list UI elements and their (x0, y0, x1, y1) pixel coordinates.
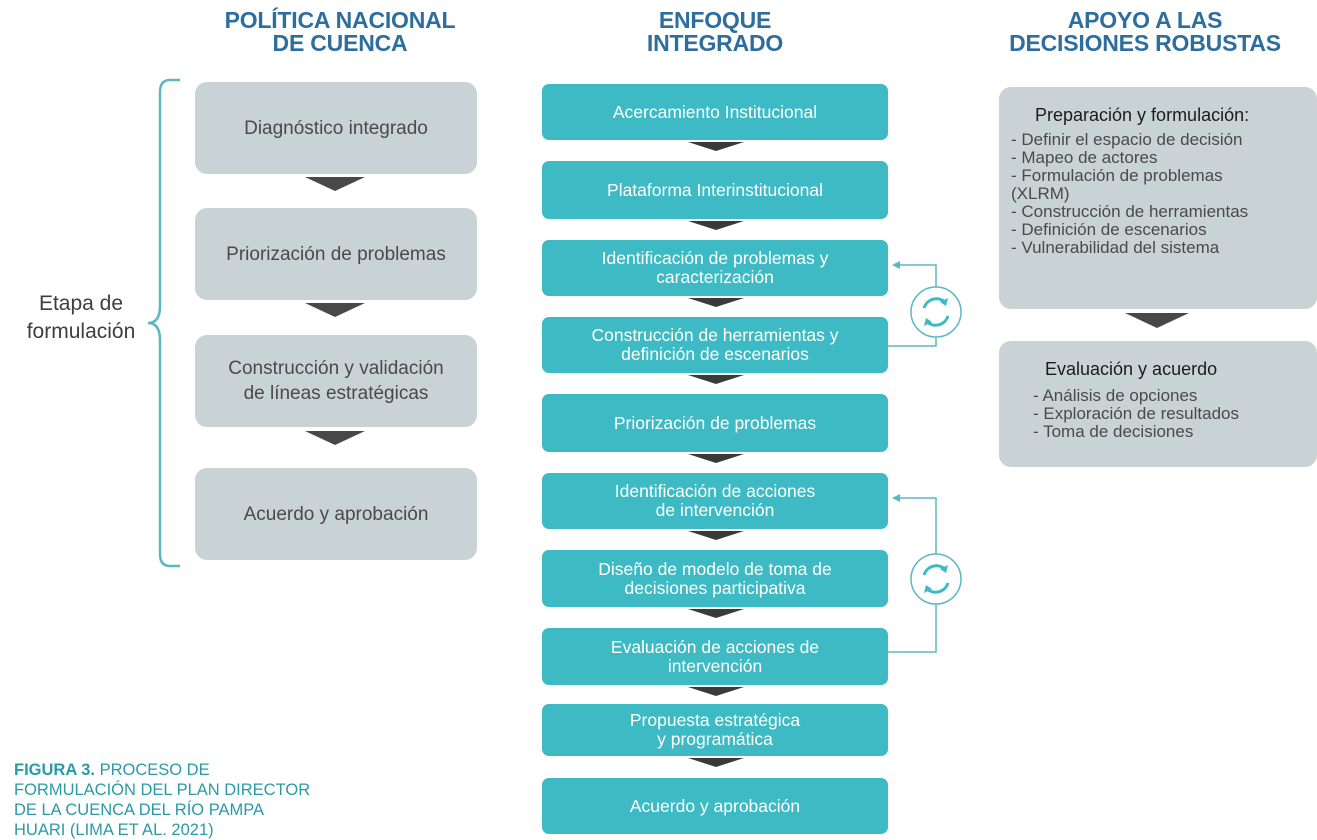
rdm-prep-item: - Construcción de herramientas (1011, 202, 1249, 221)
arrow-down-icon (688, 687, 744, 696)
rdm-eval-item: - Exploración de resultados (1033, 404, 1240, 423)
step-text: Diseño de modelo de toma de (598, 558, 832, 579)
integrated-step-construccion-herramientas: Construcción de herramientas y definició… (542, 317, 888, 373)
caption-label: FIGURA 3. (14, 761, 95, 779)
stage-label-line: formulación (26, 320, 136, 343)
arrow-down-icon (688, 758, 744, 767)
step-text: Evaluación de acciones de (610, 636, 820, 657)
step-text: Construcción de herramientas y (591, 325, 839, 345)
title-line: DECISIONES ROBUSTAS (1009, 30, 1281, 56)
step-text: Propuesta estratégica (629, 710, 801, 730)
caption-text: PROCESO DE FORMULACIÓN DEL PLAN DIRECTOR… (14, 761, 311, 839)
step-text: Construcción y validación (228, 358, 444, 379)
rdm-eval-list: - Análisis de opciones - Exploración de … (1033, 387, 1239, 441)
integrated-step-identificacion-problemas: Identificación de problemas y caracteriz… (542, 240, 888, 296)
stage-bracket (147, 78, 180, 568)
step-text: Acuerdo y aprobación (629, 795, 801, 816)
step-text: decisiones participativa (624, 577, 806, 598)
policy-step-construccion: Construcción y validación de líneas estr… (195, 335, 477, 427)
title-line: DE CUENCA (272, 30, 408, 56)
integrated-step-plataforma: Plataforma Interinstitucional (542, 161, 888, 219)
step-text: caracterización (656, 267, 774, 287)
arrow-down-icon (688, 454, 744, 463)
stage-label: Etapa de formulación (16, 290, 146, 346)
integrated-step-priorizacion: Priorización de problemas (542, 394, 888, 452)
arrow-down-icon (688, 221, 744, 230)
rdm-prep-title: Preparación y formulación: (1035, 105, 1250, 125)
rdm-eval-item: - Análisis de opciones (1033, 386, 1198, 405)
arrow-down-icon (688, 609, 744, 618)
title-enfoque-integrado: ENFOQUE INTEGRADO (555, 9, 875, 55)
arrow-down-icon (688, 531, 744, 540)
stage-label-line: Etapa de (38, 292, 124, 315)
arrow-down-icon (688, 298, 744, 307)
title-apoyo-decisiones: APOYO A LAS DECISIONES ROBUSTAS (975, 9, 1315, 55)
arrow-down-icon (305, 303, 365, 317)
integrated-step-acercamiento: Acercamiento Institucional (542, 84, 888, 140)
policy-step-priorizacion: Priorización de problemas (195, 208, 477, 300)
integrated-step-diseno-modelo: Diseño de modelo de toma de decisiones p… (542, 550, 888, 607)
rdm-prep-item: - Mapeo de actores (1011, 148, 1158, 167)
step-text: Identificación de acciones (614, 481, 816, 501)
integrated-step-propuesta: Propuesta estratégica y programática (542, 704, 888, 756)
title-politica-nacional: POLÍTICA NACIONAL DE CUENCA (185, 9, 495, 55)
arrow-down-icon (1125, 313, 1189, 328)
rdm-prep-item: (XLRM) (1011, 184, 1070, 203)
step-text: de intervención (655, 500, 775, 520)
cycle-arrows-icon (910, 553, 962, 605)
arrow-down-icon (688, 142, 744, 151)
step-text: Plataforma Interinstitucional (607, 179, 823, 200)
step-text: Acercamiento Institucional (612, 101, 818, 122)
step-text: Identificación de problemas y (601, 248, 829, 268)
rdm-prep-item: - Vulnerabilidad del sistema (1011, 238, 1220, 257)
rdm-evaluacion-box: Evaluación y acuerdo - Análisis de opcio… (999, 341, 1317, 467)
arrow-down-icon (305, 431, 365, 445)
rdm-prep-item: - Definición de escenarios (1011, 220, 1207, 239)
rdm-eval-title: Evaluación y acuerdo (1045, 359, 1218, 379)
integrated-step-evaluacion-acciones: Evaluación de acciones de intervención (542, 628, 888, 685)
figure-caption: FIGURA 3. PROCESO DE FORMULACIÓN DEL PLA… (14, 760, 314, 840)
integrated-step-identificacion-acciones: Identificación de acciones de intervenci… (542, 473, 888, 529)
step-text: Acuerdo y aprobación (243, 503, 429, 525)
rdm-prep-list: - Definir el espacio de decisión - Mapeo… (1011, 131, 1248, 257)
title-line: ENFOQUE (658, 7, 772, 33)
step-text: definición de escenarios (621, 344, 809, 364)
title-line: APOYO A LAS (1067, 7, 1223, 33)
step-text: intervención (667, 655, 763, 676)
title-line: POLÍTICA NACIONAL (224, 7, 456, 33)
policy-step-diagnostico: Diagnóstico integrado (195, 82, 477, 174)
rdm-prep-item: - Definir el espacio de decisión (1011, 130, 1243, 149)
cycle-arrows-icon (910, 286, 962, 338)
rdm-eval-item: - Toma de decisiones (1033, 422, 1194, 441)
title-line: INTEGRADO (646, 30, 784, 56)
rdm-preparacion-box: Preparación y formulación: - Definir el … (999, 87, 1317, 309)
integrated-step-acuerdo: Acuerdo y aprobación (542, 778, 888, 834)
step-text: Priorización de problemas (226, 243, 446, 265)
policy-step-acuerdo: Acuerdo y aprobación (195, 468, 477, 560)
step-text: y programática (657, 729, 773, 749)
step-text: Diagnóstico integrado (244, 117, 428, 139)
step-text: Priorización de problemas (613, 412, 817, 433)
arrow-down-icon (305, 177, 365, 191)
step-text: de líneas estratégicas (243, 383, 429, 404)
arrow-down-icon (688, 375, 744, 384)
rdm-prep-item: - Formulación de problemas (1011, 166, 1223, 185)
